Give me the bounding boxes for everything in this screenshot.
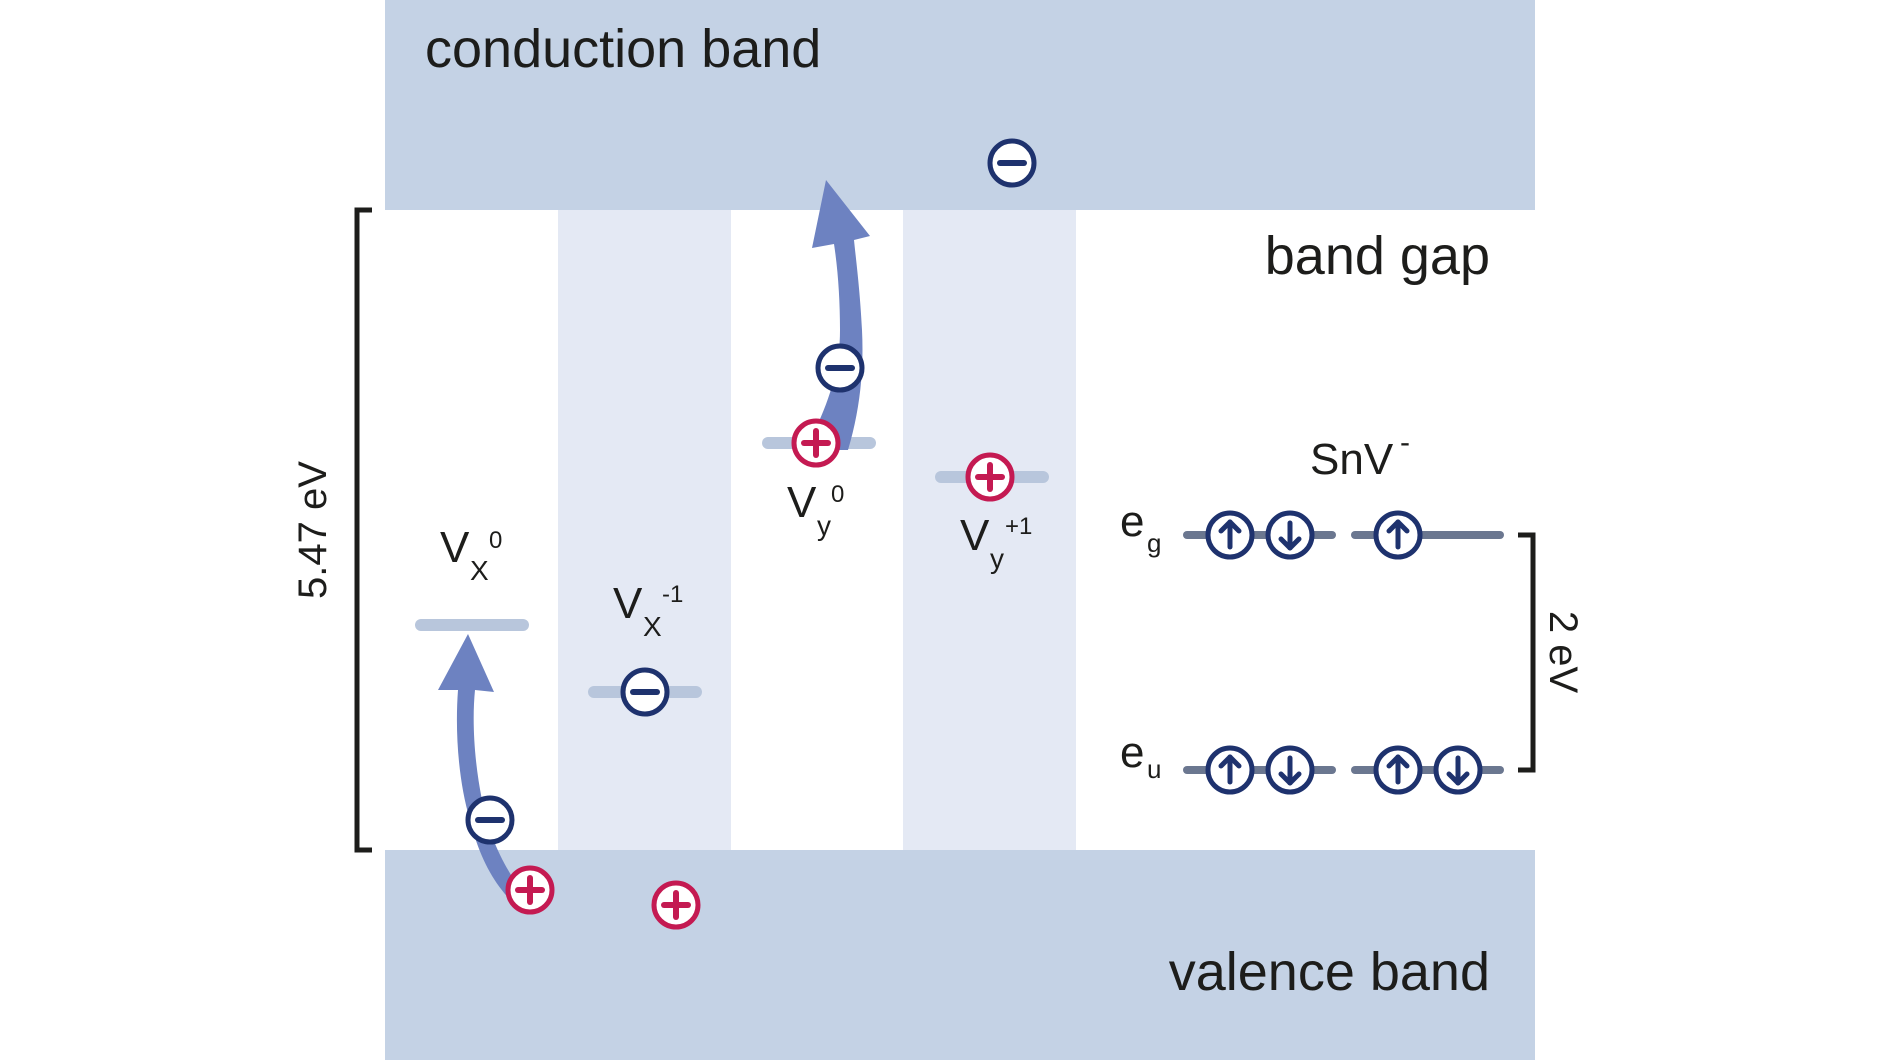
- spin-up-icon: [1205, 745, 1255, 795]
- band-gap-label: band gap: [1265, 226, 1490, 286]
- svg-text:0: 0: [831, 481, 844, 508]
- column-stripe-vx-1: [558, 210, 731, 850]
- svg-text:V: V: [613, 579, 643, 628]
- snv-splitting-bracket: [1518, 532, 1536, 773]
- spin-up-icon: [1373, 745, 1423, 795]
- svg-text:SnV: SnV: [1310, 435, 1394, 484]
- conduction-band: [385, 0, 1535, 210]
- defect-hole-vy0: [791, 418, 841, 468]
- defect-hole-vy+1: [965, 452, 1015, 502]
- svg-text:g: g: [1147, 528, 1161, 558]
- svg-text:X: X: [643, 611, 662, 642]
- svg-text:V: V: [787, 478, 817, 527]
- spin-down-icon: [1433, 745, 1483, 795]
- excitation-arrow-vy0: [800, 180, 870, 450]
- svg-text:X: X: [470, 555, 489, 586]
- spin-down-icon: [1265, 745, 1315, 795]
- svg-text:y: y: [817, 510, 831, 541]
- excited-electron-vx0: [465, 795, 515, 845]
- defect-label-vy+1: V y +1: [960, 511, 1032, 574]
- svg-text:y: y: [990, 543, 1004, 574]
- svg-text:u: u: [1147, 754, 1161, 784]
- gap-energy-bracket: [354, 207, 372, 853]
- snv-splitting-label: 2 eV: [1541, 611, 1585, 694]
- spin-up-icon: [1373, 510, 1423, 560]
- svg-text:+1: +1: [1005, 513, 1032, 540]
- defect-label-vx-1: V X -1: [613, 579, 683, 642]
- svg-text:-1: -1: [662, 581, 683, 608]
- snv-label: SnV -: [1310, 426, 1410, 484]
- conduction-band-label: conduction band: [425, 19, 821, 79]
- svg-text:-: -: [1400, 426, 1410, 459]
- valence-band-label: valence band: [1169, 942, 1490, 1002]
- valence-band: [385, 850, 1535, 1060]
- valence-band-hole: [651, 880, 701, 930]
- svg-text:V: V: [440, 523, 470, 572]
- conduction-band-electron: [987, 138, 1037, 188]
- excitation-arrow-vx0: [438, 634, 530, 905]
- eu-label: e u: [1120, 728, 1161, 784]
- defect-electron-vx-1: [620, 667, 670, 717]
- spin-up-icon: [1205, 510, 1255, 560]
- svg-text:0: 0: [489, 527, 502, 554]
- svg-text:V: V: [960, 511, 990, 560]
- column-stripe-vy+1: [903, 210, 1076, 850]
- eg-label: e g: [1120, 497, 1161, 558]
- svg-text:e: e: [1120, 728, 1144, 777]
- spin-down-icon: [1265, 510, 1315, 560]
- gap-energy-label: 5.47 eV: [291, 461, 335, 599]
- excited-electron-vy0: [815, 343, 865, 393]
- valence-band-hole: [505, 865, 555, 915]
- svg-text:e: e: [1120, 497, 1144, 546]
- defect-label-vx0: V X 0: [440, 523, 502, 586]
- defect-label-vy0: V y 0: [787, 478, 844, 541]
